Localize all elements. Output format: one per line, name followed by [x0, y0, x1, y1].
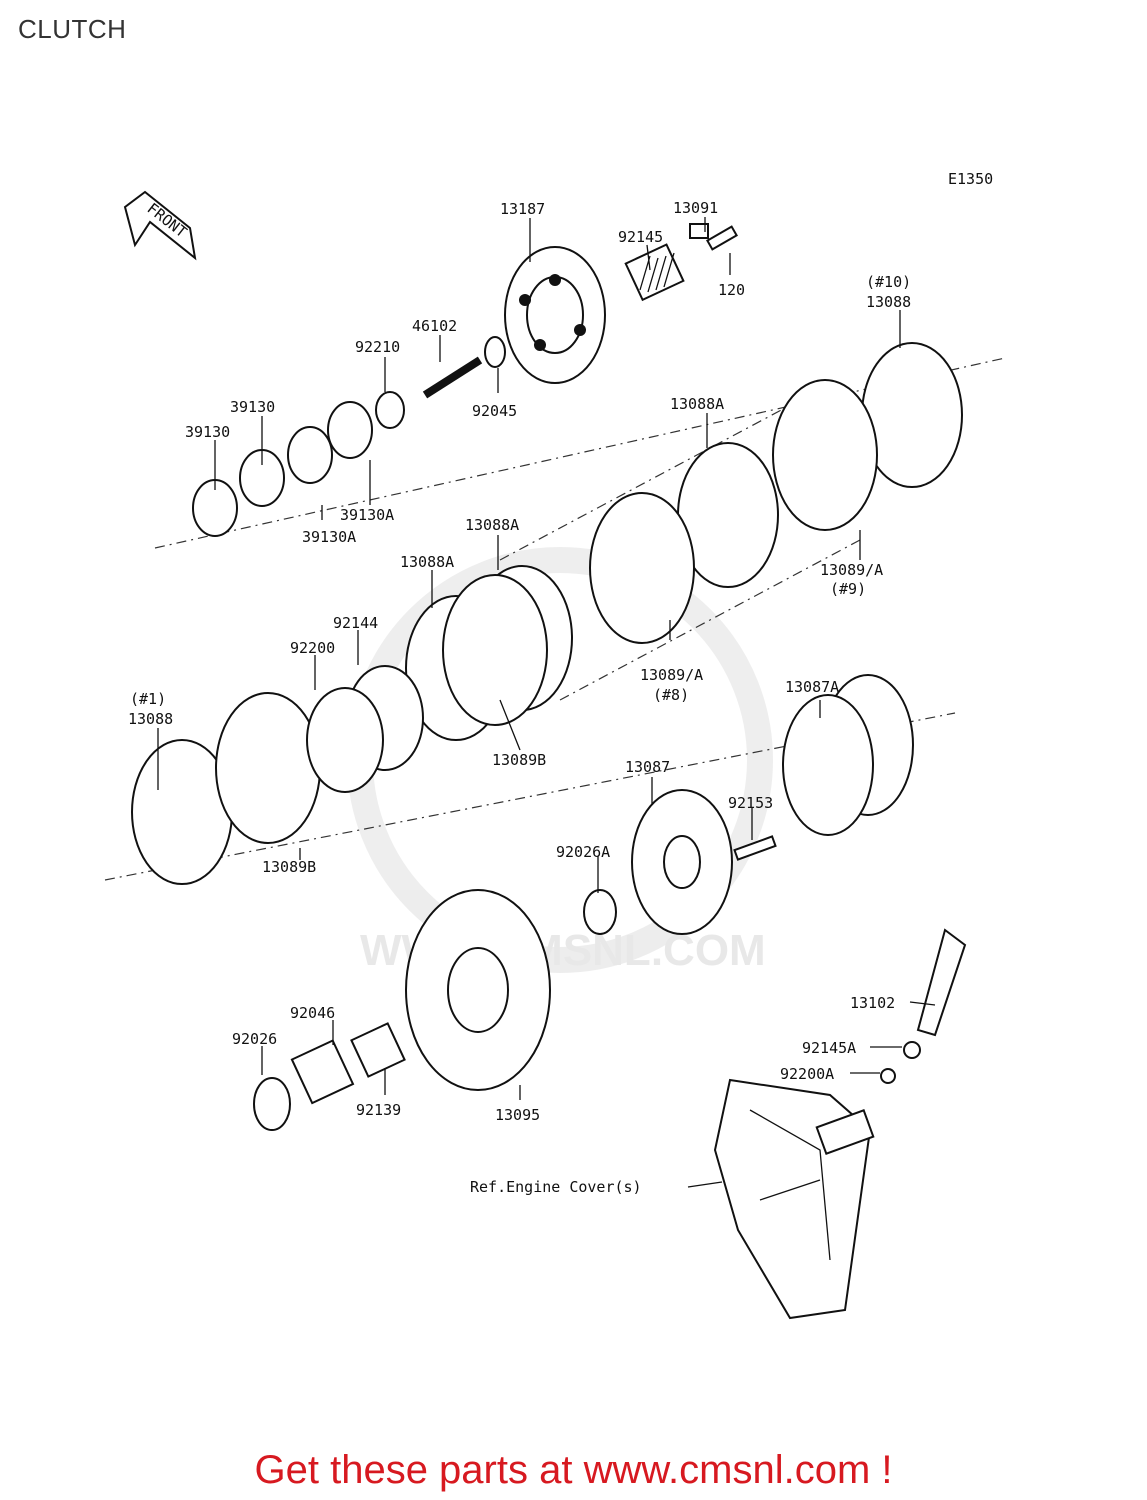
spring — [624, 243, 685, 302]
label-39130a-a: 39130A — [340, 506, 394, 524]
label-13087: 13087 — [625, 758, 670, 776]
push-rod — [375, 336, 506, 429]
operating-plate — [631, 789, 777, 935]
part-labels: 13187 13091 92145 120 (#10) 13088 46102 … — [128, 199, 911, 1196]
label-13088a-left: 13088A — [400, 553, 454, 571]
label-92046: 92046 — [290, 1004, 335, 1022]
label-92153: 92153 — [728, 794, 773, 812]
engine-cover — [713, 1078, 875, 1320]
label-92144: 92144 — [333, 614, 378, 632]
rings — [306, 665, 424, 793]
washer-92026a — [583, 889, 617, 935]
label-92200: 92200 — [290, 639, 335, 657]
label-13088-top: 13088 — [866, 293, 911, 311]
label-13089b-mid: 13089B — [492, 751, 546, 769]
label-13187: 13187 — [500, 200, 545, 218]
label-engine-cover: Ref.Engine Cover(s) — [470, 1178, 642, 1196]
label-92210: 92210 — [355, 338, 400, 356]
label-13102: 13102 — [850, 994, 895, 1012]
label-hash8: (#8) — [653, 686, 689, 704]
label-hash1: (#1) — [130, 690, 166, 708]
label-13089a-mid: 13089/A — [640, 666, 703, 684]
label-39130-b: 39130 — [185, 423, 230, 441]
label-13091: 13091 — [673, 199, 718, 217]
label-92045: 92045 — [472, 402, 517, 420]
label-13088a-mid: 13088A — [465, 516, 519, 534]
label-13095: 13095 — [495, 1106, 540, 1124]
label-92200a: 92200A — [780, 1065, 834, 1083]
label-120: 120 — [718, 281, 745, 299]
steel-plates — [215, 379, 878, 844]
axis-lines — [104, 357, 1006, 881]
label-92145a: 92145A — [802, 1039, 856, 1057]
leader-lines — [157, 217, 936, 1188]
label-13089a-top: 13089/A — [820, 561, 883, 579]
pressure-plate — [504, 246, 606, 384]
diagram-code: E1350 — [948, 170, 993, 188]
label-39130-a: 39130 — [230, 398, 275, 416]
label-92139: 92139 — [356, 1101, 401, 1119]
label-92145: 92145 — [618, 228, 663, 246]
release-lever — [880, 928, 967, 1084]
front-arrow-icon: FRONT — [123, 190, 197, 261]
label-hash10: (#10) — [866, 273, 911, 291]
clutch-housing — [405, 889, 551, 1091]
label-92026: 92026 — [232, 1030, 277, 1048]
page-title: CLUTCH — [18, 14, 127, 44]
label-46102: 46102 — [412, 317, 457, 335]
label-39130a-b: 39130A — [302, 528, 356, 546]
bolt — [689, 223, 738, 251]
label-13088-left: 13088 — [128, 710, 173, 728]
label-13088a-top: 13088A — [670, 395, 724, 413]
label-hash9: (#9) — [830, 580, 866, 598]
label-92026a: 92026A — [556, 843, 610, 861]
label-13089b-left: 13089B — [262, 858, 316, 876]
label-13087a: 13087A — [785, 678, 839, 696]
footer-cta[interactable]: Get these parts at www.cmsnl.com ! — [254, 1448, 893, 1492]
bearings — [253, 1022, 406, 1131]
thrust-washers — [192, 401, 373, 537]
clutch-hub — [782, 674, 914, 836]
